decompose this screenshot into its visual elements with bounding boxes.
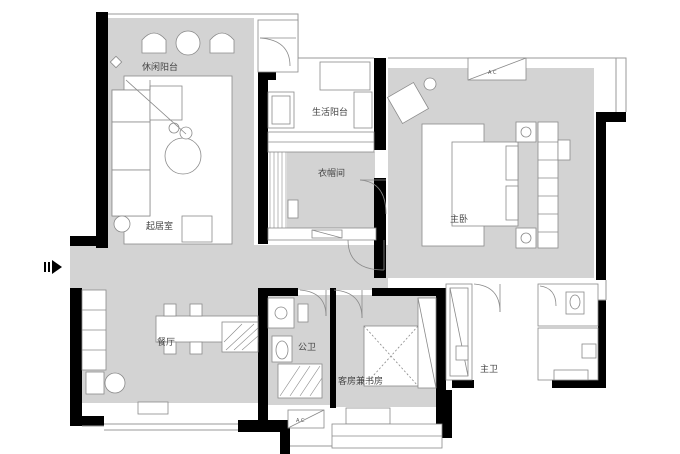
cloakroom-fixtures <box>267 179 387 271</box>
armchair-master <box>386 81 430 125</box>
armchair <box>149 85 183 121</box>
master-bath-fixtures <box>445 283 599 381</box>
pillow-1 <box>505 145 519 181</box>
living-room-furniture <box>111 75 233 245</box>
walls <box>70 12 626 454</box>
sofa-cushion-3 <box>111 169 151 217</box>
service-balcony-slats <box>269 152 287 232</box>
room-label-master-bedroom: 主卧 <box>450 213 468 225</box>
dining-plant <box>104 372 126 394</box>
sofa-cushion-1 <box>111 89 151 123</box>
plant <box>109 55 123 69</box>
round-table <box>175 30 201 56</box>
leisure-balcony-furniture <box>109 30 235 69</box>
room-label-cloakroom: 衣帽间 <box>318 167 345 179</box>
side-table-master <box>423 77 437 91</box>
corridor-floor <box>70 245 388 290</box>
dining-hatch <box>223 323 259 351</box>
ac-label-bottom: A C <box>296 418 305 424</box>
room-label-guest-study: 客房兼书房 <box>338 375 383 387</box>
room-label-leisure-balcony: 休闲阳台 <box>142 61 178 73</box>
pillow-2 <box>505 185 519 221</box>
room-label-living-room: 起居室 <box>146 220 173 232</box>
sink <box>137 401 169 415</box>
side-table <box>168 122 180 134</box>
room-label-public-bath: 公卫 <box>298 342 316 353</box>
chair-1 <box>141 32 167 54</box>
room-label-master-bath: 主卫 <box>480 363 498 375</box>
guest-desk <box>345 407 391 425</box>
ottoman <box>181 215 213 243</box>
room-label-service-balcony: 生活阳台 <box>312 106 348 118</box>
dining-furniture <box>81 289 259 415</box>
master-bedroom-furniture <box>386 57 571 249</box>
stool <box>179 126 193 140</box>
service-balcony-fixtures <box>257 19 375 153</box>
shower-hatch <box>279 365 323 397</box>
coffee-table <box>164 137 202 175</box>
sofa-cushion-2 <box>111 121 151 171</box>
room-label-dining: 餐厅 <box>157 336 175 348</box>
master-wardrobe <box>537 121 559 249</box>
ac-label-top: A C <box>488 70 497 76</box>
chair-2 <box>209 32 235 54</box>
guest-room-furniture <box>331 297 443 449</box>
entrance-arrow-icon <box>44 260 62 274</box>
cloakroom-floor <box>287 152 375 232</box>
plant-pot <box>113 215 131 233</box>
